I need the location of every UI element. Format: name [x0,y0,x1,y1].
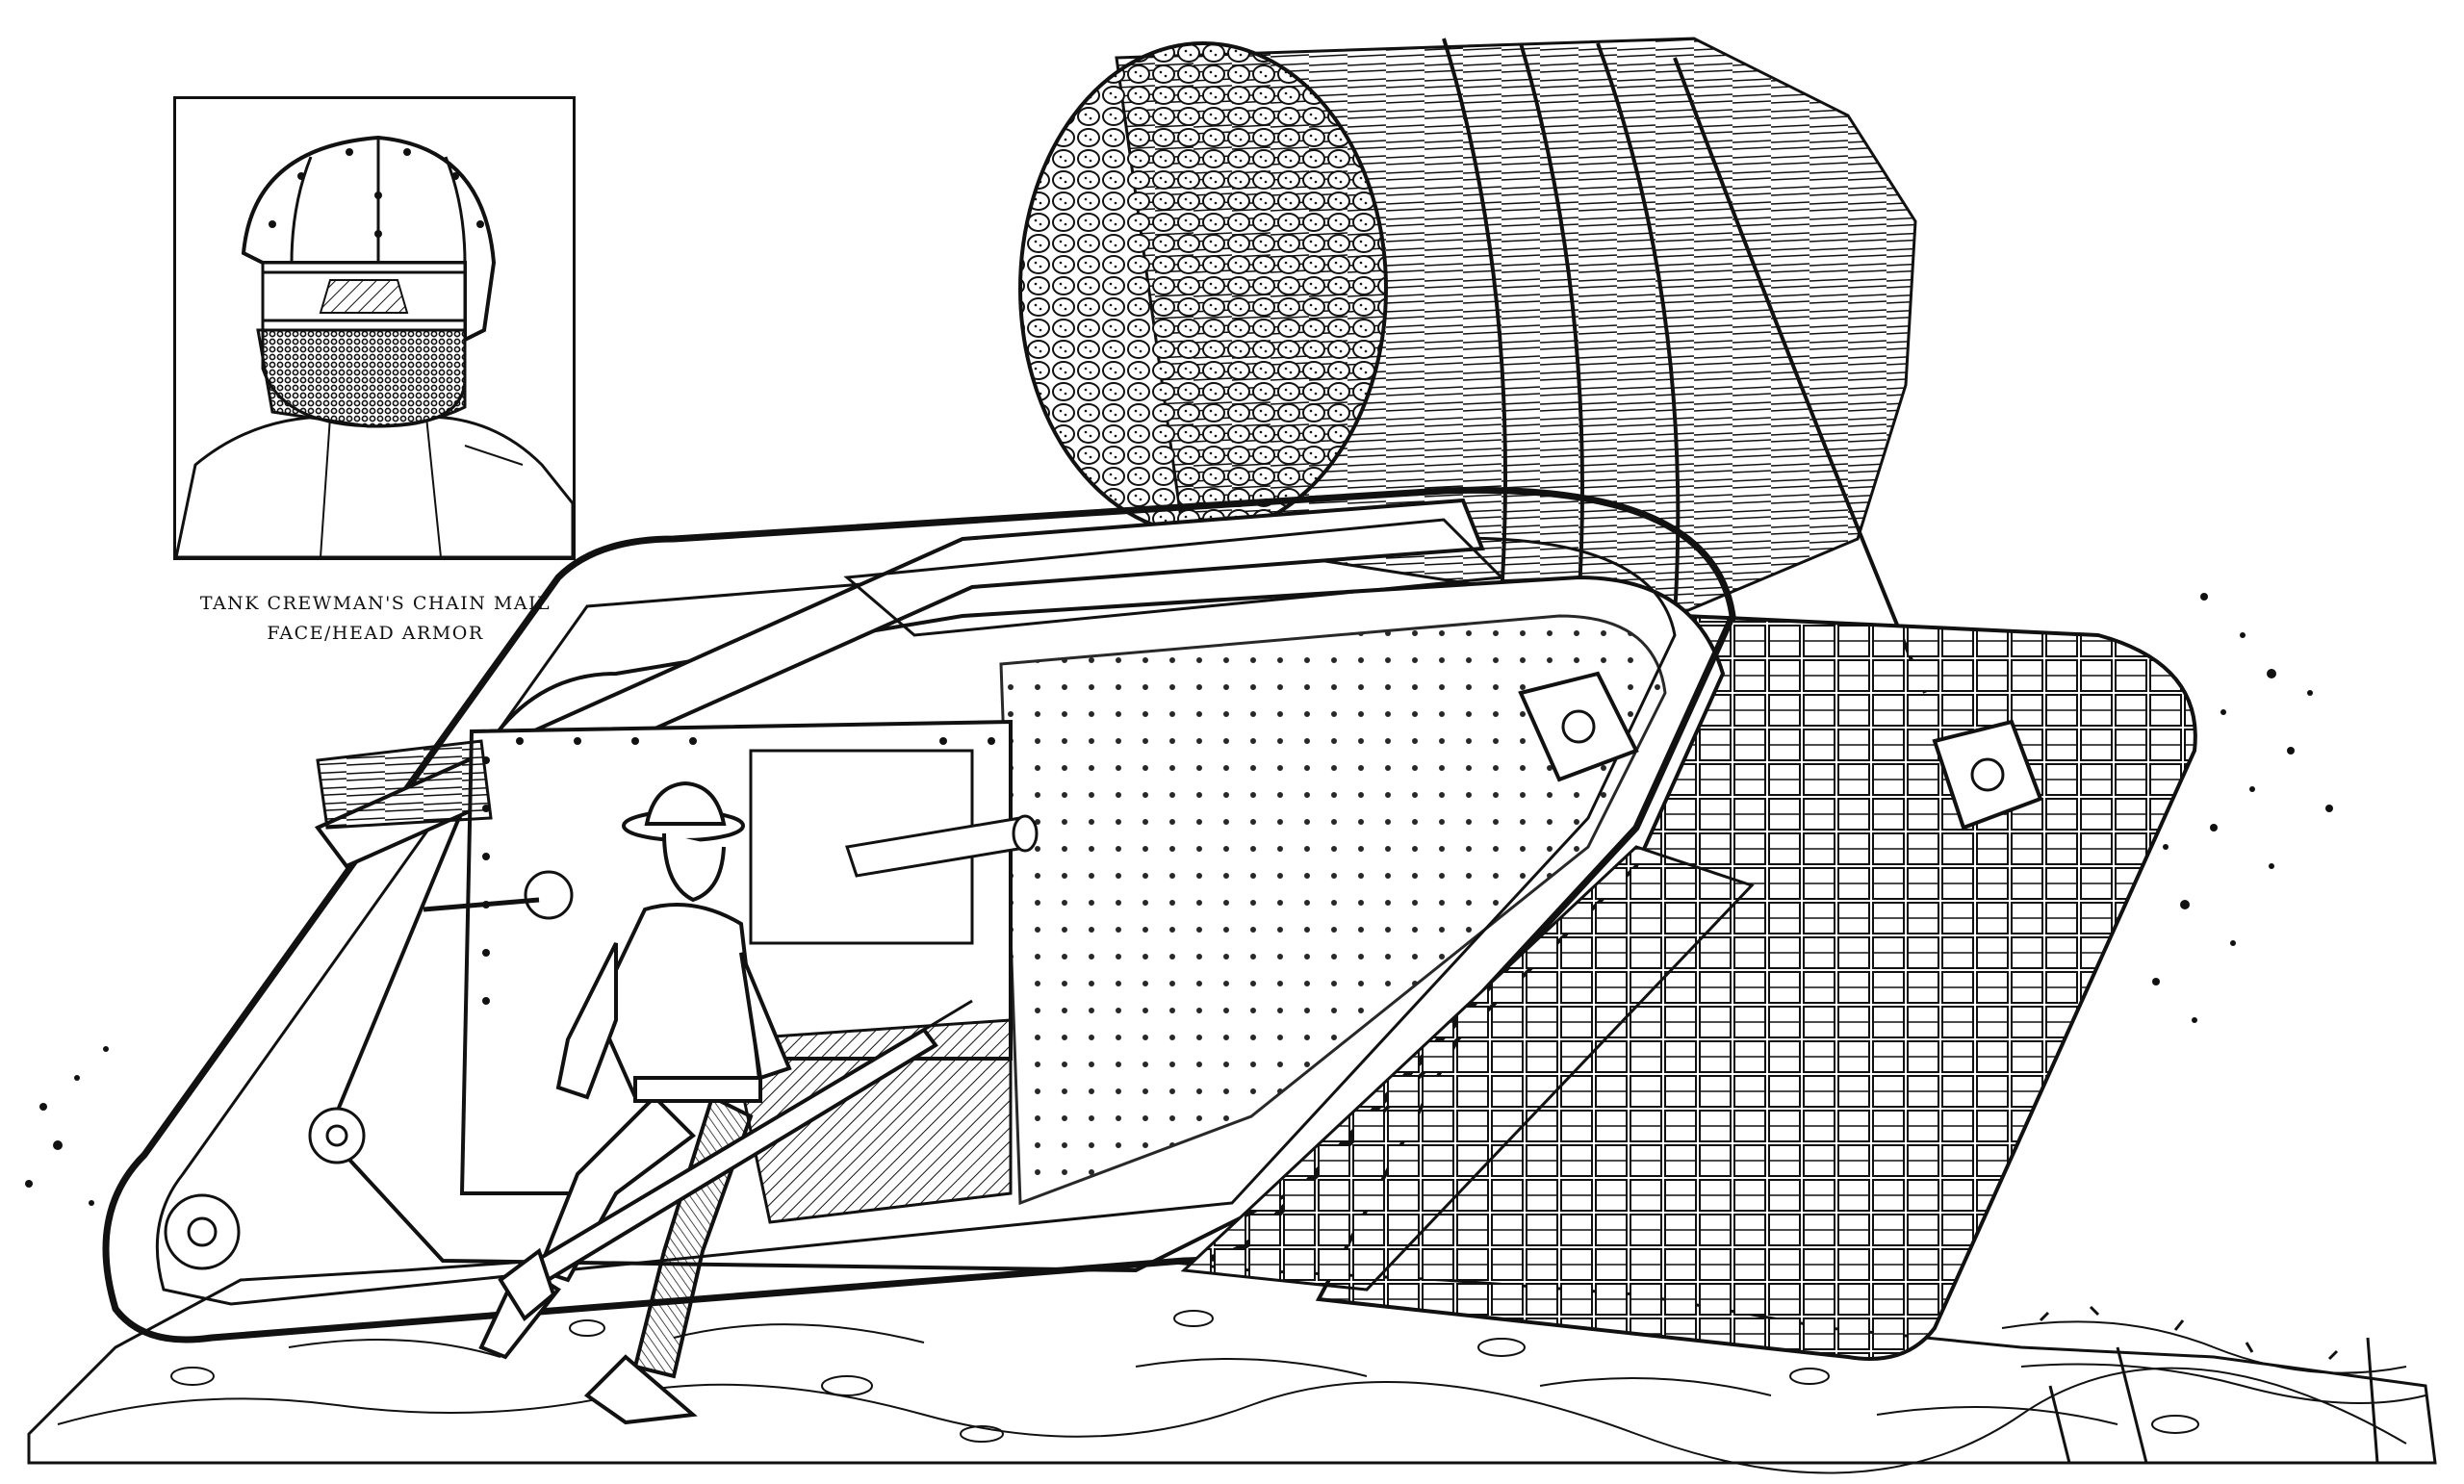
fascine-bundle [1018,37,1927,694]
flying-debris [25,593,2333,1206]
inset-caption: TANK CREWMAN'S CHAIN MAIL FACE/HEAD ARMO… [144,589,606,649]
tank [102,486,2197,1361]
rifle-with-bayonet [498,999,973,1322]
chain-mail-icon [256,328,467,428]
inset-portrait-frame [173,96,576,560]
caption-line-1: TANK CREWMAN'S CHAIN MAIL [199,593,552,614]
helmet-icon [241,135,497,344]
barbed-wire [2001,1305,2426,1464]
crewman-portrait [176,135,573,557]
caption-line-2: FACE/HEAD ARMOR [267,623,484,644]
